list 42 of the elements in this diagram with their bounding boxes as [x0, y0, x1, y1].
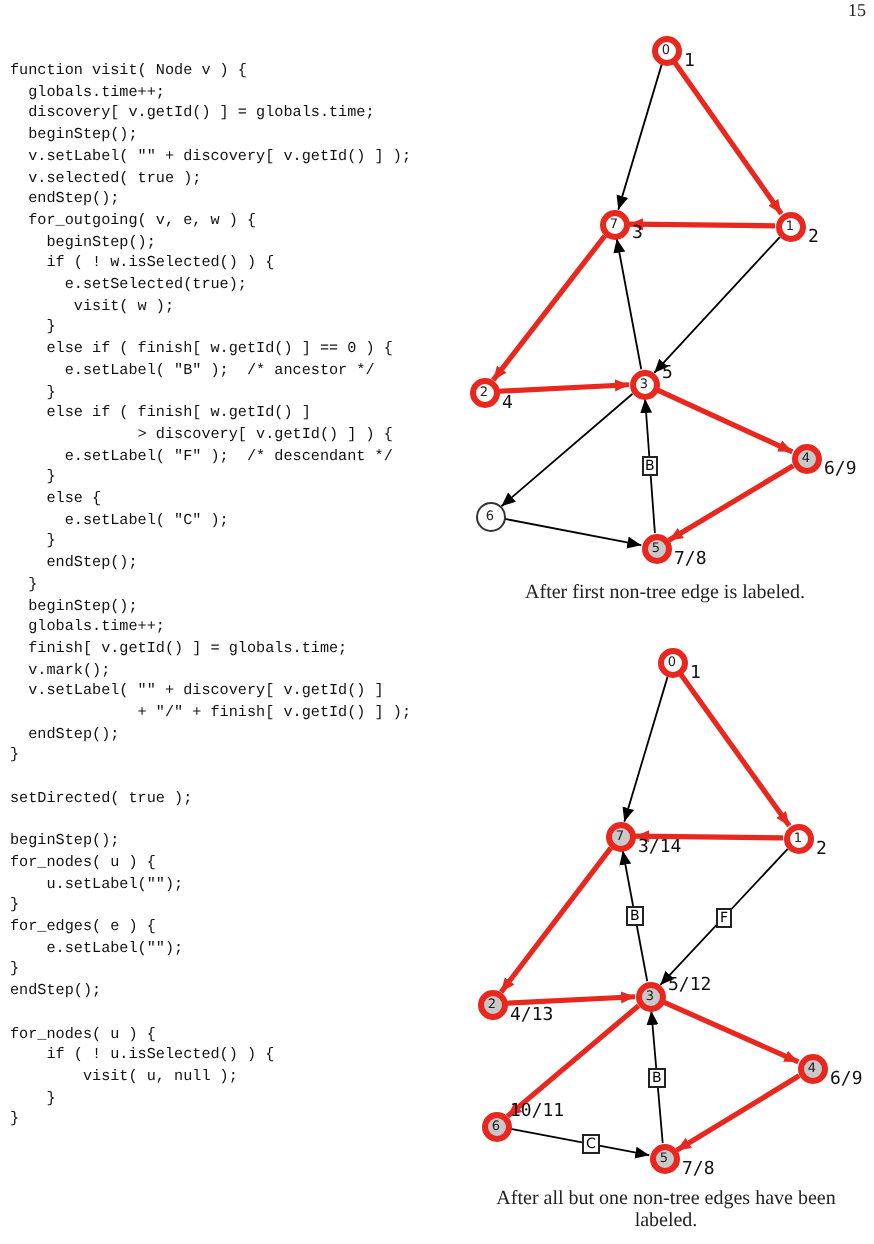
arrow: [672, 60, 784, 216]
arrow: [619, 849, 649, 983]
arrow: [662, 999, 800, 1065]
arrow: [656, 387, 794, 455]
arrow: [498, 379, 630, 394]
time-label: 5: [662, 364, 673, 384]
arrow: [509, 1127, 651, 1159]
time-label: 2: [816, 840, 827, 860]
time-label: 7/8: [674, 550, 707, 570]
time-label: 7/8: [682, 1160, 715, 1180]
arrow: [503, 517, 643, 549]
time-label: 3: [632, 224, 643, 244]
arrow: [640, 398, 656, 534]
arrow: [667, 463, 795, 543]
time-label: 1: [690, 664, 701, 684]
time-label: 4: [502, 394, 513, 414]
time-label: 6/9: [824, 460, 857, 480]
caption: After all but one non-tree edges have been labeled.: [494, 1188, 838, 1232]
caption: After first non-tree edge is labeled.: [523, 582, 807, 604]
page-number: 15: [848, 0, 866, 20]
arrow: [616, 63, 663, 211]
arrow: [506, 991, 636, 1006]
arrow: [500, 392, 634, 508]
arrow: [634, 830, 784, 843]
time-label: 1: [684, 52, 695, 72]
time-label: 10/11: [510, 1102, 565, 1122]
arrow: [653, 236, 781, 374]
arrow: [499, 846, 613, 994]
time-label: 6/9: [830, 1070, 863, 1090]
arrow: [613, 237, 643, 371]
time-label: 5/12: [668, 976, 712, 996]
arrow: [505, 1003, 641, 1119]
time-label: 3/14: [638, 838, 682, 858]
arrow: [659, 848, 789, 986]
time-label: 4/13: [510, 1006, 554, 1026]
arrow: [622, 675, 669, 823]
time-label: 2: [808, 228, 819, 248]
arrow: [491, 234, 607, 382]
arrow: [628, 218, 776, 231]
arrow: [678, 672, 792, 828]
arrow: [646, 1010, 664, 1144]
arrow: [675, 1073, 801, 1153]
